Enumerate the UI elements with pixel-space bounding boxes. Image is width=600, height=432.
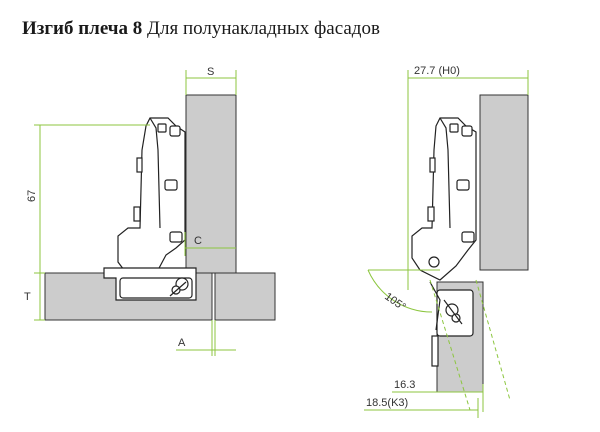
dimension-18-5: 18.5(K3) [364,397,479,418]
label-67: 67 [26,190,38,202]
label-angle: 105° [382,291,408,314]
left-hinge [103,117,197,301]
title-regular: Для полунакладных фасадов [147,18,380,39]
dimension-s: S [185,66,237,95]
label-s: S [207,66,214,78]
left-diagram: S 67 C T A [24,66,276,356]
right-side-wall [479,94,529,271]
dimension-t: T [24,273,45,321]
title-bold: Изгиб плеча 8 [22,18,143,39]
left-adjacent-panel [214,272,276,321]
label-16-3: 16.3 [394,379,415,391]
dimension-16-3: 16.3 [392,379,484,412]
label-a: A [178,337,186,349]
page-title: Изгиб плеча 8 Для полунакладных фасадов [22,18,380,40]
dimension-h0: 27.7 (H0) [407,65,529,290]
right-hinge [411,117,477,367]
label-t: T [24,291,31,303]
label-18-5: 18.5(K3) [366,397,408,409]
dimension-a: A [176,320,236,356]
right-diagram: 27.7 (H0) 105° 16.3 18.5(K3) [364,65,529,418]
label-c: C [194,235,202,247]
dimension-67: 67 [26,124,150,274]
left-side-wall [185,94,237,274]
dimension-c: C [184,232,236,256]
label-h0: 27.7 (H0) [414,65,460,77]
